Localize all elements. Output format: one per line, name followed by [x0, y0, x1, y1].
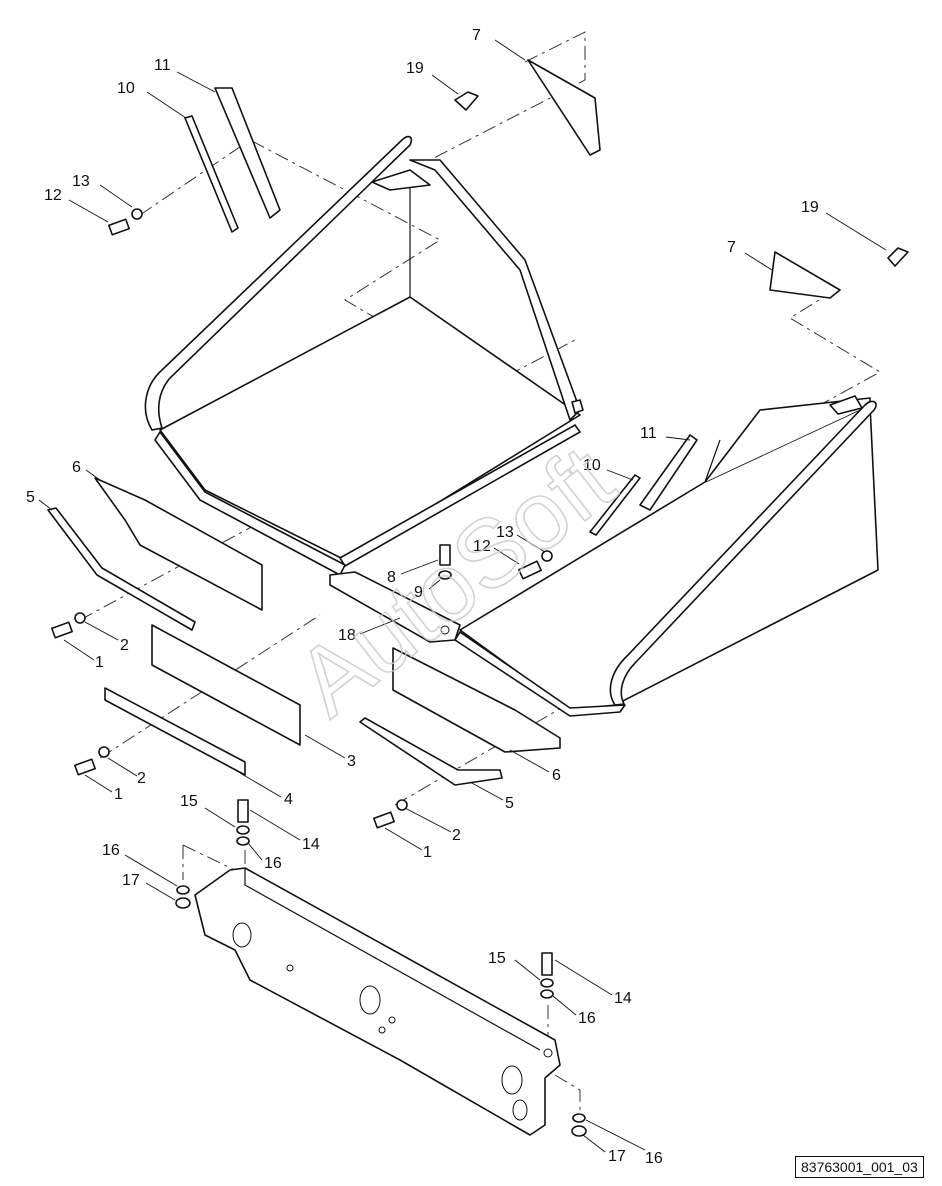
- callout-16-right-lower: 16: [645, 1150, 663, 1167]
- part-5-strap-right: [359, 717, 503, 786]
- callout-16-right-upper: 16: [578, 1010, 596, 1027]
- callout-6-left: 6: [72, 459, 81, 476]
- callout-11-upper: 11: [154, 57, 171, 74]
- part-3-flap: [151, 624, 301, 746]
- callout-16-left-upper: 16: [264, 855, 282, 872]
- callout-11-right: 11: [640, 425, 657, 442]
- callout-17-left: 17: [122, 872, 140, 889]
- callout-8: 8: [387, 569, 396, 586]
- left-bin-wall: [144, 135, 584, 576]
- callout-6-right: 6: [552, 767, 561, 784]
- part-6-plate-left: [94, 477, 263, 611]
- callout-5-left: 5: [26, 489, 35, 506]
- callout-17-right: 17: [608, 1148, 626, 1165]
- callout-7-right: 7: [727, 239, 736, 256]
- callout-2-lower-left: 2: [137, 770, 146, 787]
- callout-2-right: 2: [452, 827, 461, 844]
- part-10-11-straps-left: [184, 87, 281, 233]
- callout-1-right: 1: [423, 844, 432, 861]
- callout-14-right: 14: [614, 990, 632, 1007]
- drawing-number-label: 83763001_001_03: [795, 1156, 924, 1178]
- callout-9: 9: [414, 584, 423, 601]
- part-4-clamp-strip: [104, 687, 246, 776]
- callout-18: 18: [338, 627, 356, 644]
- part-18-joint-bracket: [329, 571, 461, 643]
- part-5-strap-left: [47, 507, 196, 631]
- part-6-plate-right: [392, 647, 561, 753]
- leader-lines: [38, 39, 887, 1153]
- callout-12-upper: 12: [44, 187, 62, 204]
- fasteners: [51, 91, 909, 1137]
- callout-1-upper-left: 1: [95, 654, 104, 671]
- callout-10-upper: 10: [117, 80, 135, 97]
- part-7-gussets: [527, 59, 841, 299]
- callout-15-right: 15: [488, 950, 506, 967]
- callout-16-left-lower: 16: [102, 842, 120, 859]
- part-10-11-straps-right: [589, 434, 698, 536]
- callout-13-upper: 13: [72, 173, 90, 190]
- callout-19-upper: 19: [406, 60, 424, 77]
- callout-19-right: 19: [801, 199, 819, 216]
- callout-7-upper: 7: [472, 27, 481, 44]
- callout-15-left: 15: [180, 793, 198, 810]
- callout-labels: 7 19 11 10 13 12 19 7 11 10 13 12 6 5 8 …: [26, 27, 819, 1167]
- callout-2-upper-left: 2: [120, 637, 129, 654]
- callout-1-lower-left: 1: [114, 786, 123, 803]
- callout-5-right: 5: [505, 795, 514, 812]
- callout-10-right: 10: [583, 457, 601, 474]
- callout-14-left: 14: [302, 836, 320, 853]
- callout-3: 3: [347, 753, 356, 770]
- callout-12-right: 12: [473, 538, 491, 555]
- callout-13-right: 13: [496, 524, 514, 541]
- frame-cross-member: [194, 867, 561, 1136]
- callout-4: 4: [284, 791, 293, 808]
